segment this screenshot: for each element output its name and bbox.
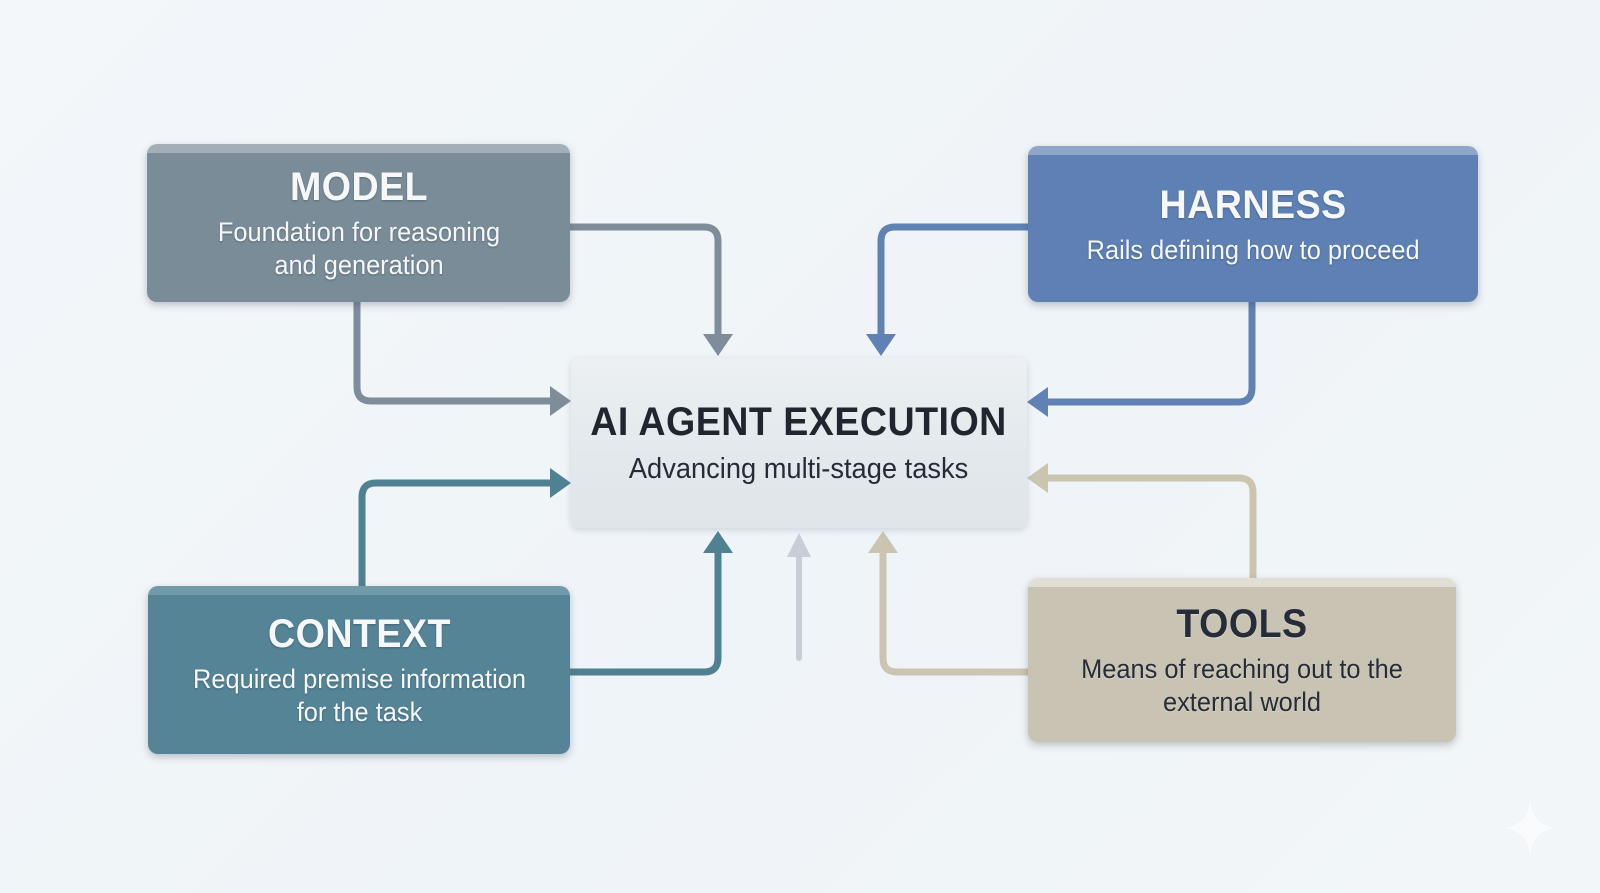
- node-model-title: MODEL: [289, 165, 428, 210]
- node-harness: HARNESS Rails defining how to proceed: [1028, 146, 1478, 302]
- arrow-harness-to-center-top: [866, 223, 1028, 356]
- node-harness-title: HARNESS: [1159, 182, 1347, 227]
- node-model-subtitle: Foundation for reasoning and generation: [217, 217, 500, 280]
- node-harness-subtitle: Rails defining how to proceed: [1086, 234, 1420, 265]
- sparkle-icon: [1506, 800, 1554, 856]
- arrow-context-to-center-bottom: [570, 531, 733, 676]
- arrow-model-to-center-left: [353, 302, 571, 416]
- arrow-model-to-center-top: [570, 223, 733, 356]
- center-subtitle: Advancing multi-stage tasks: [629, 453, 969, 485]
- node-tools-title: TOOLS: [1176, 602, 1308, 647]
- center-title: AI AGENT EXECUTION: [590, 400, 1008, 444]
- arrow-faded-up: [787, 533, 811, 661]
- node-context: CONTEXT Required premise information for…: [148, 586, 570, 754]
- arrow-tools-to-center-bottom: [868, 531, 1028, 676]
- arrow-context-to-center-left: [358, 468, 571, 586]
- node-model: MODEL Foundation for reasoning and gener…: [147, 144, 570, 302]
- arrow-tools-to-center-right: [1027, 463, 1257, 578]
- arrow-harness-to-center-right: [1027, 302, 1256, 417]
- node-context-subtitle: Required premise information for the tas…: [192, 664, 526, 727]
- node-context-title: CONTEXT: [267, 612, 451, 657]
- node-tools: TOOLS Means of reaching out to the exter…: [1028, 578, 1456, 742]
- node-tools-subtitle: Means of reaching out to the external wo…: [1081, 654, 1403, 717]
- node-ai-agent-execution: AI AGENT EXECUTION Advancing multi-stage…: [571, 358, 1027, 528]
